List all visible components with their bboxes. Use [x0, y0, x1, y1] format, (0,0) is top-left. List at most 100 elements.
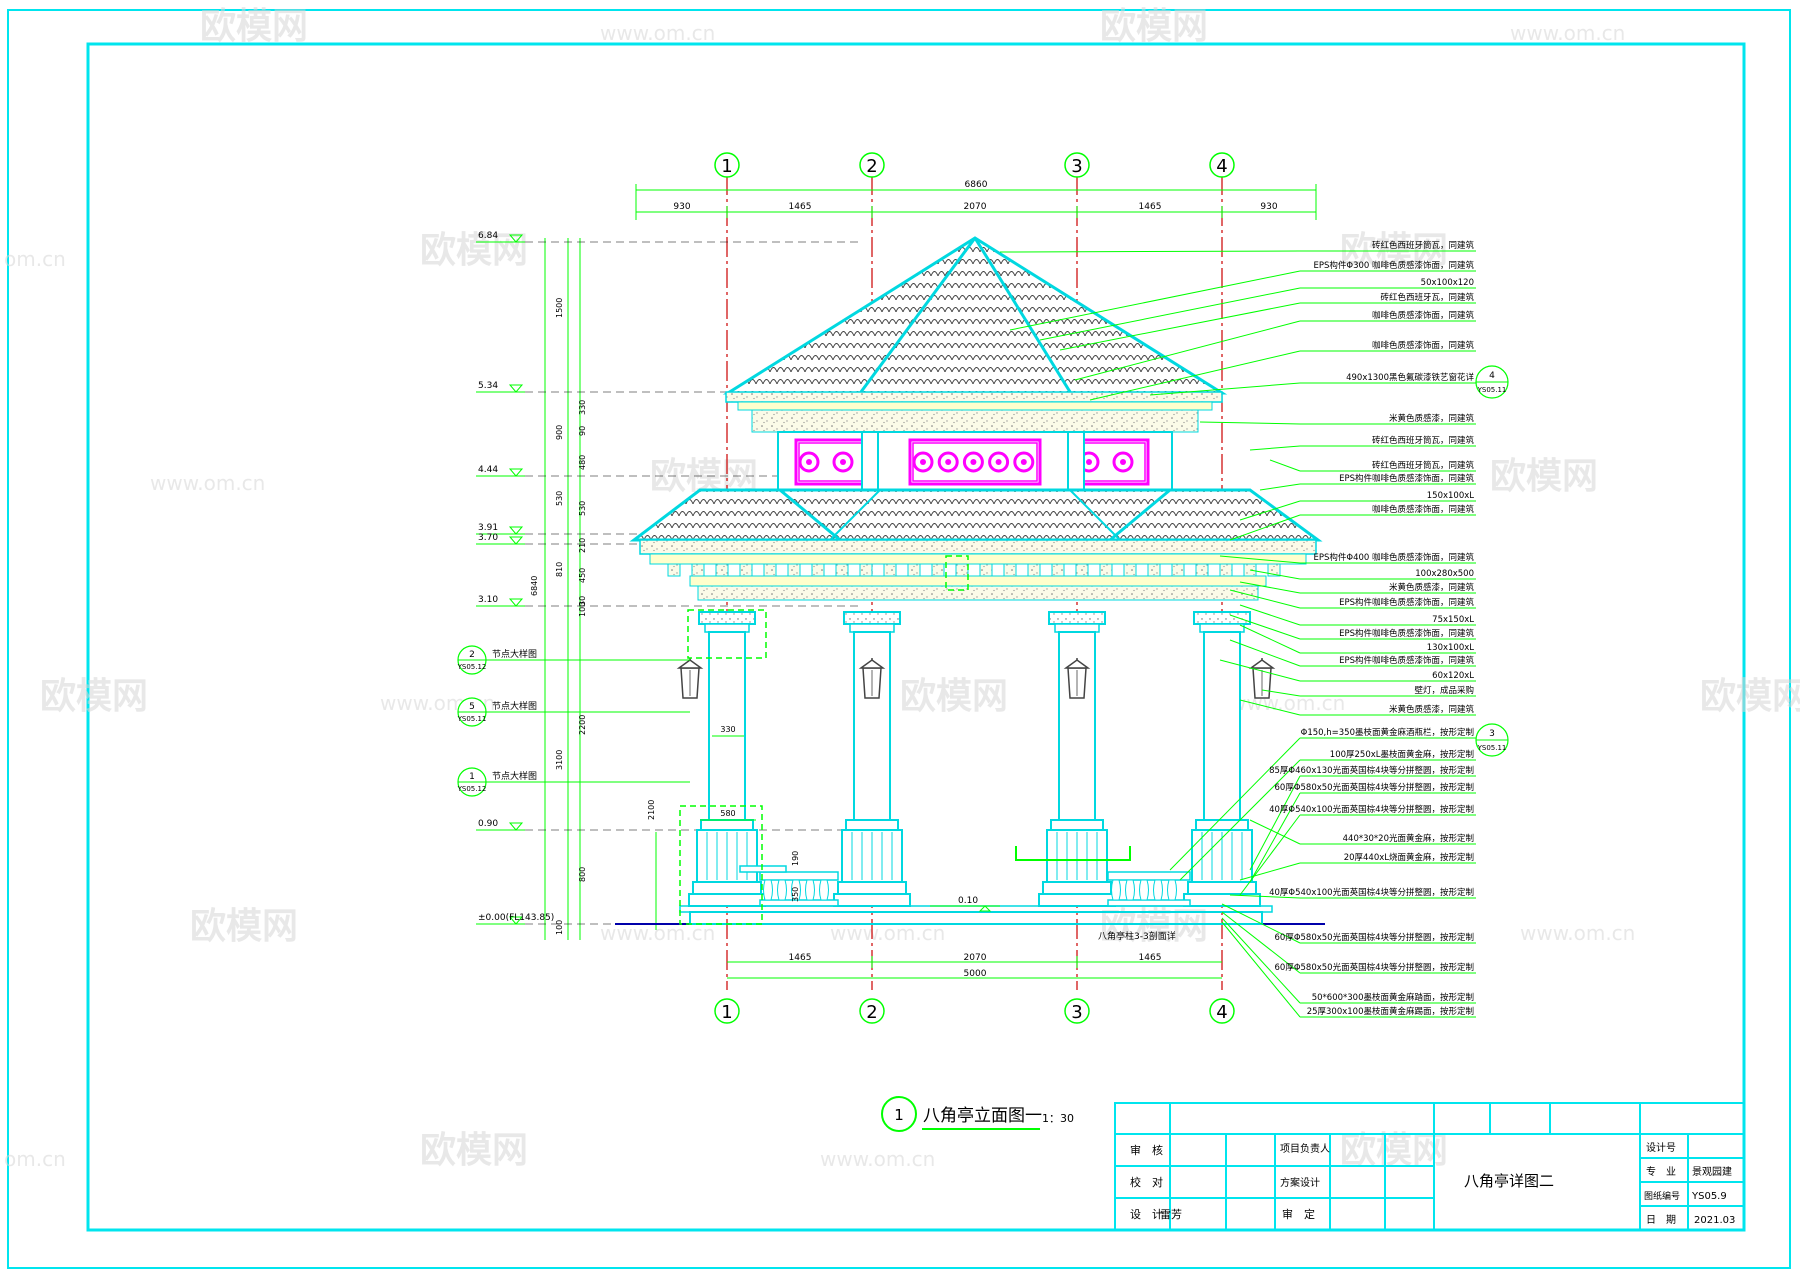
annotation-leader [1261, 689, 1301, 697]
axis-label-bottom: 4 [1216, 1002, 1227, 1023]
top-dim-segment: 2070 [964, 202, 987, 212]
tb-scheme-design: 方案设计 [1280, 1176, 1320, 1189]
col-height-dim: 2100 [647, 800, 656, 820]
annotation-text: 60x120xL [1432, 671, 1474, 681]
grille-scroll [937, 451, 959, 473]
annotation-leader [1199, 421, 1301, 425]
column-foot [833, 893, 911, 907]
elevation-label: 4.44 [478, 465, 498, 475]
inner-frame [86, 42, 1746, 1232]
watermark-brand: 欧模网 [1490, 456, 1598, 497]
elevation-triangle [508, 916, 524, 925]
pavilion-columns [688, 611, 1261, 907]
grille-dot [995, 459, 1002, 465]
watermark-url: www.om.cn [1510, 21, 1625, 45]
annotation-leader [1239, 604, 1301, 626]
annotation-leader [1149, 382, 1301, 396]
annotation-text: 60厚Φ580x50光面英国棕4块等分拼整圆，按形定制 [1275, 932, 1475, 943]
eave-bracket [1099, 563, 1113, 577]
axis-label-top: 3 [1071, 156, 1082, 177]
detail-ref-num: 5 [469, 702, 475, 712]
right-ref-sheet: YS05.11 [1477, 744, 1507, 752]
bottom-overall-dim: 5000 [964, 969, 987, 979]
top-dim-segment: 930 [673, 202, 690, 212]
annotation-leader [1249, 792, 1301, 883]
column-base-cap [1195, 819, 1249, 831]
lower-roof [629, 488, 1323, 542]
annotation-leader [1229, 894, 1301, 899]
annotation-text: EPS构件咖啡色质感漆饰面，同建筑 [1339, 628, 1474, 639]
eave-bracket [1003, 563, 1017, 577]
elevation-label: 3.91 [478, 523, 498, 533]
tb-date-val: 2021.03 [1694, 1215, 1735, 1226]
detail-ref-text: 节点大样图 [492, 770, 537, 782]
grille-dot [920, 459, 926, 465]
annotation-text: 75x150xL [1432, 615, 1474, 625]
column-plinth [837, 881, 907, 895]
left-inner-dim: 800 [578, 867, 587, 882]
annotation-leader [1239, 814, 1301, 896]
column-neck [704, 623, 750, 633]
axis-label-top: 1 [721, 156, 732, 177]
annotation-text: 壁灯，成品采购 [1414, 685, 1474, 696]
column-base-cap [845, 819, 899, 831]
grille-dot [1120, 459, 1126, 465]
tb-drawing-no-val: YS05.9 [1691, 1191, 1727, 1202]
annotation-text: 米黄色质感漆，同建筑 [1389, 582, 1475, 593]
eave-bracket [1195, 563, 1209, 577]
axis-bubble-bottom [1209, 998, 1235, 1024]
annotation-leader [1229, 514, 1301, 541]
annotation-text: 25厚300x100墨枝面黄金麻踢面，按形定制 [1307, 1006, 1474, 1017]
annotation-leader [1239, 624, 1301, 654]
eave-bracket [691, 563, 705, 577]
eave-bracket [1147, 563, 1161, 577]
annotation-text: 米黄色质感漆，同建筑 [1389, 413, 1475, 424]
upper-eave-band [725, 391, 1223, 403]
column-capital [698, 611, 756, 625]
annotation-text: 85厚Φ460x130光面英国棕4块等分拼整圆，按形定制 [1269, 765, 1474, 776]
title-number: 1 [894, 1106, 904, 1124]
annotation-leaders [999, 250, 1476, 1018]
bench-height2: 350 [791, 887, 800, 902]
tb-project-leader: 项目负责人 [1280, 1142, 1330, 1155]
eave-bracket [763, 563, 777, 577]
detail-ref-text: 节点大样图 [492, 648, 537, 660]
tb-discipline: 专 业 [1646, 1165, 1676, 1178]
right-ref-num: 4 [1489, 371, 1495, 381]
eave-bracket [979, 563, 993, 577]
grille-scroll [988, 451, 1010, 473]
eave-bracket [1123, 563, 1137, 577]
eave-bracket [859, 563, 873, 577]
annotation-leader [1039, 287, 1301, 341]
annotation-leader [1239, 699, 1301, 716]
grille-scroll [1013, 451, 1035, 473]
eave-bracket [811, 563, 825, 577]
column-base-cap [700, 819, 754, 831]
lamp-top [1248, 659, 1276, 669]
floor-level: 0.10 [958, 896, 978, 906]
watermark-brand: 欧模网 [420, 230, 528, 271]
annotation-text: 50*600*300墨枝面黄金麻踏面，按形定制 [1312, 992, 1474, 1003]
balustrade-rail [1107, 871, 1191, 881]
baluster [819, 879, 829, 901]
annotation-leader [999, 250, 1301, 253]
column-capital [843, 611, 901, 625]
detail-ref-num: 1 [469, 772, 475, 782]
annotation-text: 150x100xL [1427, 491, 1475, 501]
watermark-url: www.om.cn [1520, 921, 1635, 945]
right-ref-num: 3 [1489, 729, 1495, 739]
axis-label-bottom: 3 [1071, 1002, 1082, 1023]
balustrade-rail [759, 871, 839, 881]
eave-bracket [1267, 563, 1281, 577]
baluster [763, 879, 773, 901]
annotation-text: 砖红色西班牙筒瓦，同建筑 [1372, 435, 1475, 446]
elevation-triangle [508, 234, 524, 243]
detail-ref-sheet: YS05.11 [457, 715, 487, 723]
axis-label-bottom: 1 [721, 1002, 732, 1023]
bottom-dim-segment: 2070 [964, 953, 987, 963]
annotation-text: EPS构件咖啡色质感漆饰面，同建筑 [1339, 655, 1474, 666]
grille-inner [912, 442, 1038, 482]
axis-label-top: 4 [1216, 156, 1227, 177]
outer-frame [7, 9, 1791, 1269]
